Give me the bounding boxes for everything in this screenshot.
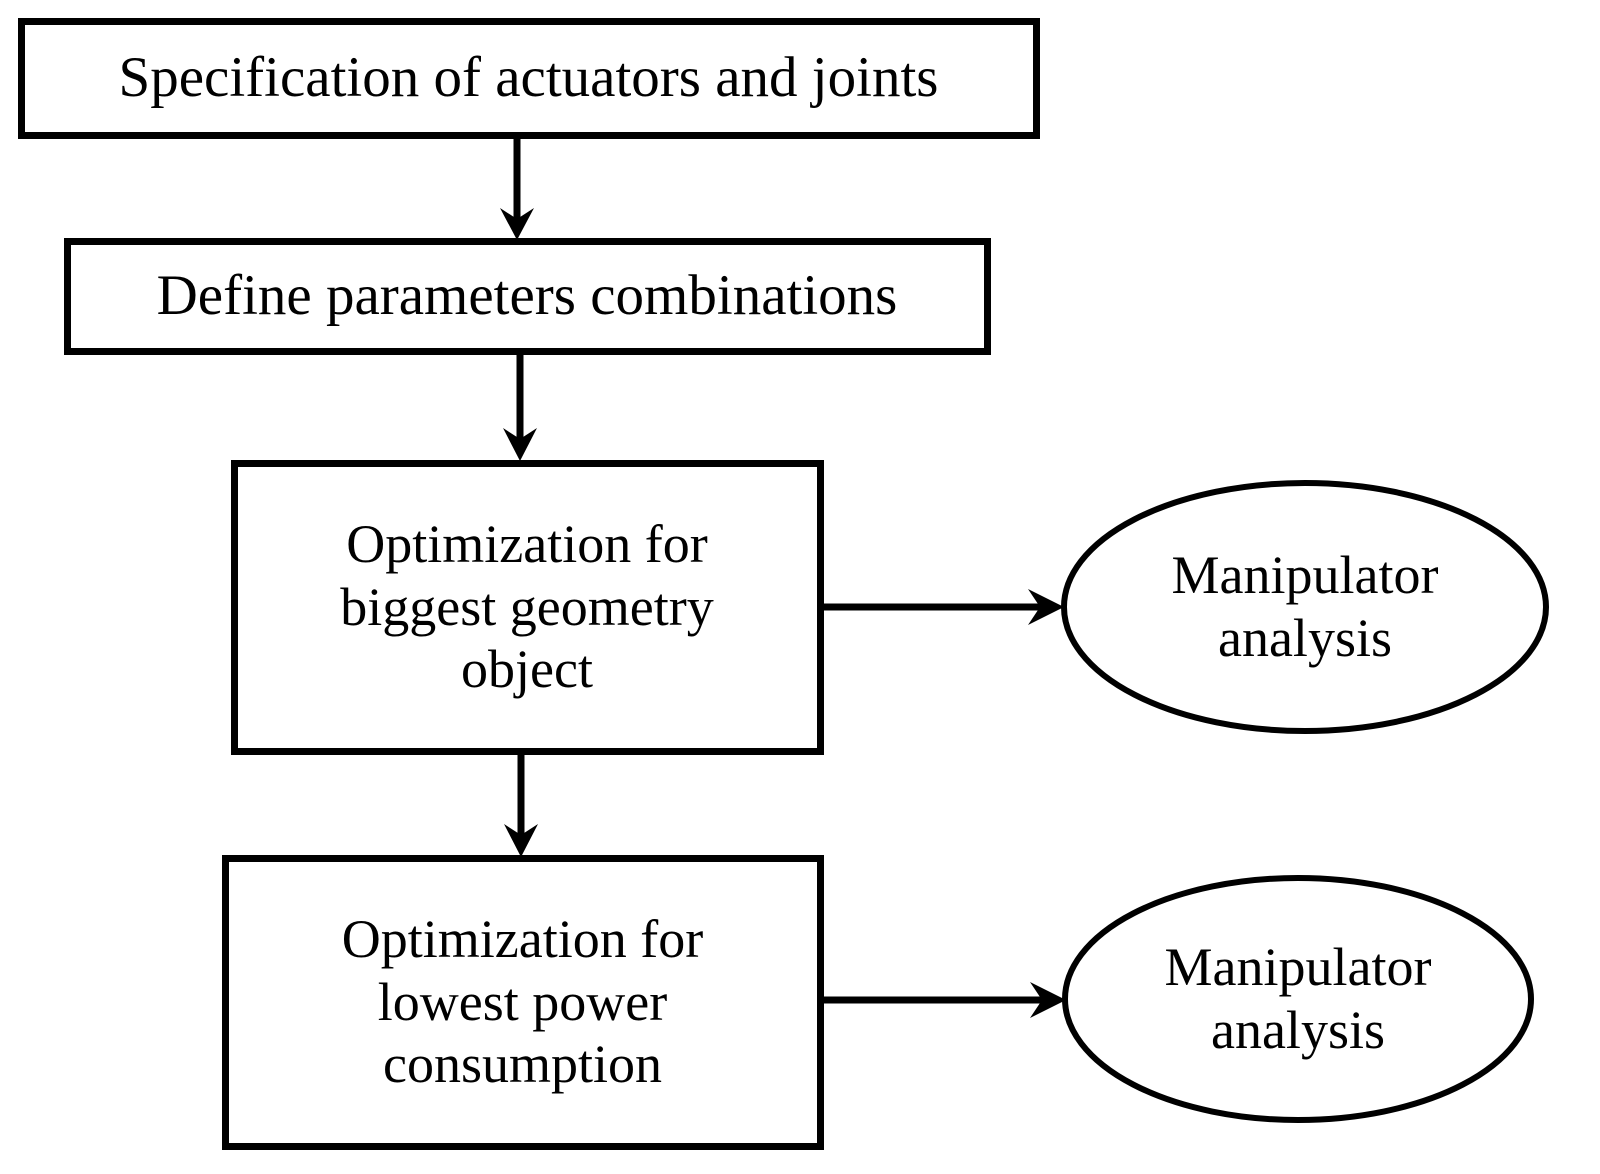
edge-spec-to-params [500, 136, 534, 240]
arrowhead-down-3 [504, 824, 538, 857]
arrowhead-down-1 [500, 208, 534, 240]
arrowhead-right-1 [1028, 589, 1064, 625]
node-analysis-geometry-ellipse[interactable] [1061, 480, 1549, 734]
node-opt-power-rect[interactable] [222, 855, 824, 1150]
node-analysis-power-ellipse[interactable] [1062, 875, 1534, 1123]
node-opt-geometry-rect[interactable] [231, 460, 824, 755]
edge-opt-geometry-to-analysis [821, 589, 1064, 625]
edge-opt-geometry-to-opt-power [504, 752, 538, 857]
arrowhead-right-2 [1030, 982, 1066, 1018]
arrowhead-down-2 [503, 428, 537, 461]
edge-params-to-opt-geometry [503, 352, 537, 461]
node-params-rect[interactable] [64, 238, 991, 355]
edge-opt-power-to-analysis [821, 982, 1066, 1018]
node-spec-rect[interactable] [18, 18, 1040, 139]
